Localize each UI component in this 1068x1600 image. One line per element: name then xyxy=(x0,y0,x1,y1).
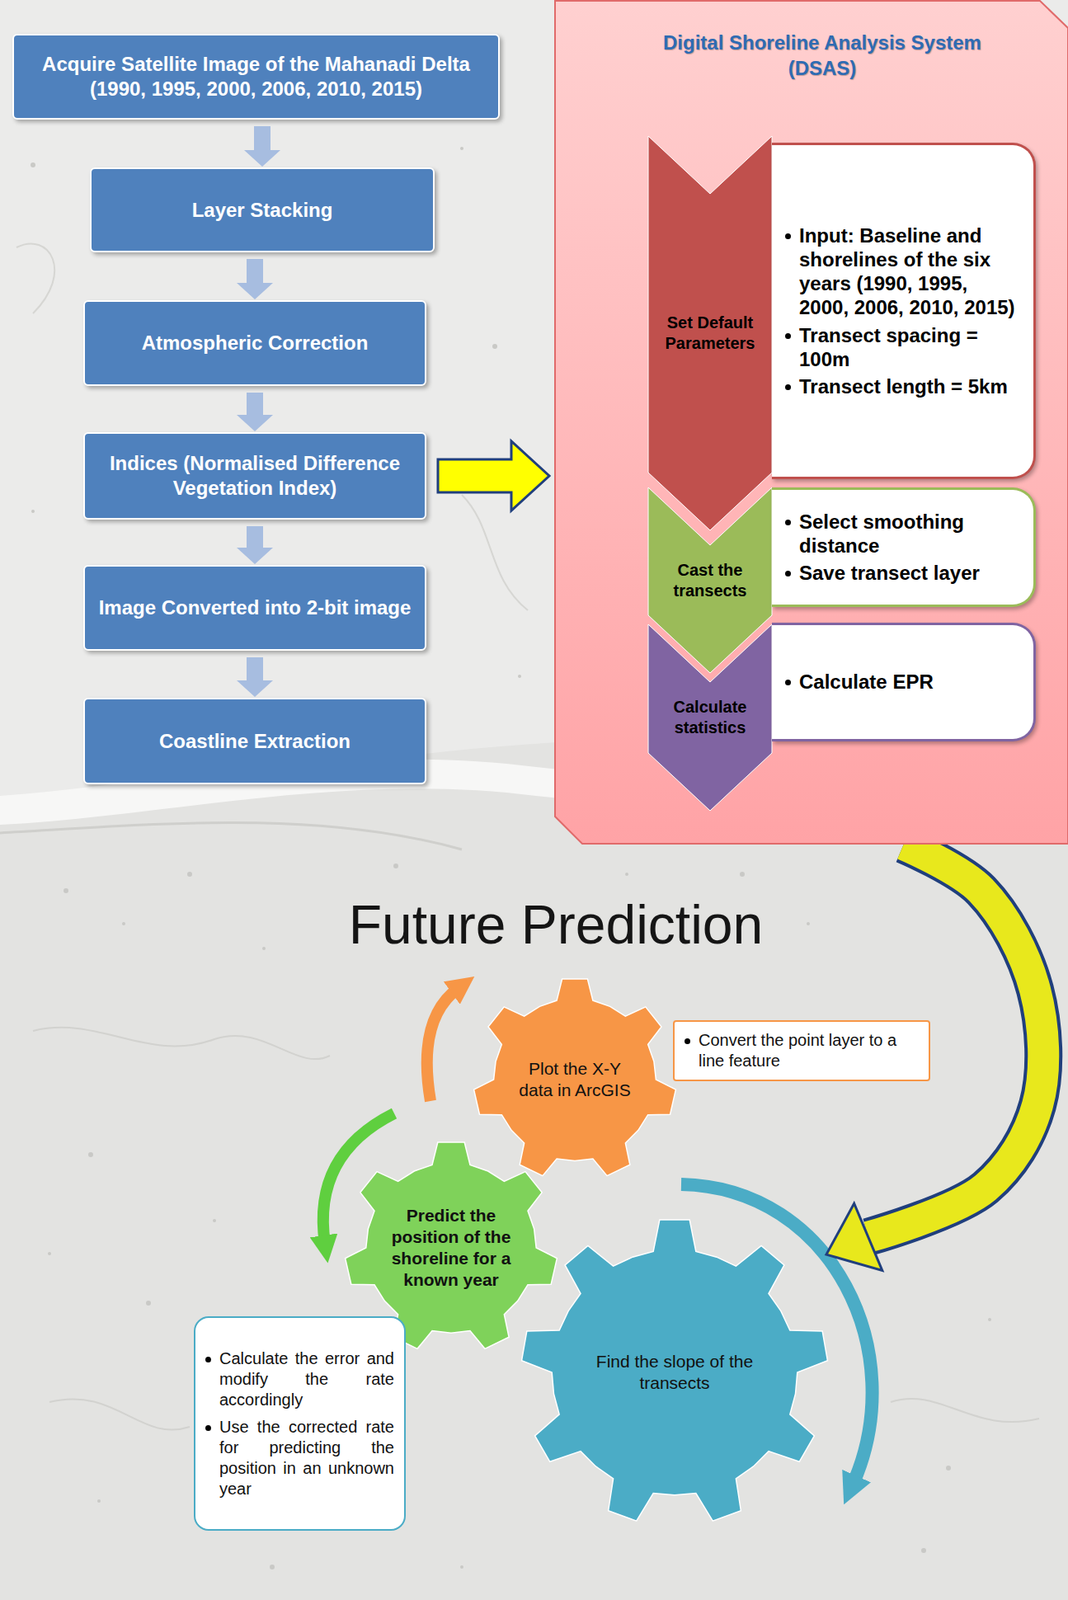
background-crack xyxy=(890,1398,1040,1422)
chevron-outline xyxy=(648,624,772,811)
panel-title: Digital Shoreline Analysis System (DSAS) xyxy=(628,29,1017,81)
bullet-dot xyxy=(785,519,791,526)
box-label: Atmospheric Correction xyxy=(141,330,369,356)
gear-label: Plot the X-Y data in ArcGIS xyxy=(512,1058,637,1102)
gear-outline xyxy=(474,978,677,1177)
bullet-dot xyxy=(785,384,791,391)
gear-step: Find the slope of the transects xyxy=(519,1217,830,1528)
flow-arrow xyxy=(236,258,273,300)
bullet-text: Save transect layer xyxy=(799,560,1022,585)
process-box: Atmospheric Correction xyxy=(83,300,427,386)
bullet-row: Save transect layer xyxy=(785,560,1022,585)
box-label: Layer Stacking xyxy=(192,197,334,223)
flow-arrow xyxy=(437,441,550,511)
chevron-label: Cast the transects xyxy=(652,559,768,602)
chevron-label-box: Calculate statistics xyxy=(652,682,768,753)
bullet-box: Input: Baseline and shorelines of the si… xyxy=(771,142,1036,480)
gear-label-box: Find the slope of the transects xyxy=(583,1217,766,1528)
bullet-dot xyxy=(785,679,791,686)
note-box: Calculate the error and modify the rate … xyxy=(193,1316,406,1531)
chevron-label: Set Default Parameters xyxy=(652,312,768,354)
chevron-shape xyxy=(648,136,772,531)
block-arrow xyxy=(236,392,273,432)
chevron-label-box: Cast the transects xyxy=(652,545,768,616)
box-label: Indices (Normalised Difference Vegetatio… xyxy=(96,451,414,501)
bullet-text: Convert the point layer to a line featur… xyxy=(698,1030,919,1072)
bullet-row: Calculate EPR xyxy=(785,669,1022,694)
bullet-row: Convert the point layer to a line featur… xyxy=(684,1030,919,1072)
flow-arrow xyxy=(236,392,273,432)
block-arrow xyxy=(236,526,273,565)
section-heading: Future Prediction xyxy=(286,893,826,957)
bullet-row: Use the corrected rate for predicting th… xyxy=(205,1416,395,1500)
background-crack xyxy=(0,823,462,851)
bullet-text: Input: Baseline and shorelines of the si… xyxy=(799,223,1022,320)
gear-label-box: Plot the X-Y data in ArcGIS xyxy=(512,976,637,1183)
background-crack xyxy=(16,243,55,314)
process-box: Indices (Normalised Difference Vegetatio… xyxy=(83,432,427,520)
process-box: Image Converted into 2-bit image xyxy=(83,564,427,651)
process-box: Acquire Satellite Image of the Mahanadi … xyxy=(12,33,500,120)
gear-step: Plot the X-Y data in ArcGIS xyxy=(471,976,678,1183)
background-crack xyxy=(32,1027,330,1059)
panel-title-box: Digital Shoreline Analysis System (DSAS) xyxy=(628,29,1017,81)
bullet-row: Transect length = 5km xyxy=(785,374,1022,399)
bullet-dot xyxy=(205,1425,212,1431)
gear-shape xyxy=(519,1217,830,1528)
panel-outline xyxy=(555,0,1068,844)
note-box: Convert the point layer to a line featur… xyxy=(672,1020,931,1082)
box-label: Coastline Extraction xyxy=(159,729,351,754)
box-label: Acquire Satellite Image of the Mahanadi … xyxy=(25,51,487,102)
bullet-dot xyxy=(785,233,791,240)
dsas-panel: Digital Shoreline Analysis System (DSAS)… xyxy=(554,0,1068,845)
bullet-box: Calculate EPR xyxy=(771,622,1036,742)
bullet-dot xyxy=(785,570,791,577)
bullet-text: Calculate the error and modify the rate … xyxy=(219,1348,395,1411)
bullet-text: Transect length = 5km xyxy=(799,374,1022,399)
gear-label: Find the slope of the transects xyxy=(583,1350,766,1395)
step-chevron: Set Default Parameters xyxy=(648,136,772,531)
gear-label: Predict the position of the shoreline fo… xyxy=(389,1204,513,1292)
bullet-text: Select smoothing distance xyxy=(799,509,1022,559)
bullet-text: Use the corrected rate for predicting th… xyxy=(219,1416,395,1500)
process-box: Coastline Extraction xyxy=(83,697,427,785)
chevron-outline xyxy=(648,136,772,531)
gear-shape xyxy=(471,976,678,1183)
flow-arrow xyxy=(236,657,273,697)
bullet-dot xyxy=(684,1038,691,1045)
block-arrow xyxy=(437,441,550,511)
cycle-arc xyxy=(427,988,459,1101)
gear-label-box: Predict the position of the shoreline fo… xyxy=(389,1139,513,1356)
bullet-row: Calculate the error and modify the rate … xyxy=(205,1348,395,1411)
bullet-row: Input: Baseline and shorelines of the si… xyxy=(785,223,1022,320)
chevron-label-box: Set Default Parameters xyxy=(652,193,768,473)
background-crack xyxy=(461,494,528,611)
bullet-text: Calculate EPR xyxy=(799,669,1022,694)
gear-outline xyxy=(522,1219,829,1521)
bullet-box: Select smoothing distanceSave transect l… xyxy=(771,487,1036,607)
block-arrow xyxy=(236,258,273,300)
bullet-dot xyxy=(785,333,791,339)
chevron-label: Calculate statistics xyxy=(652,696,768,739)
bullet-text: Transect spacing = 100m xyxy=(799,323,1022,372)
background-crack xyxy=(49,1398,190,1430)
curved-arrow-head xyxy=(826,1203,883,1271)
block-arrow xyxy=(236,657,273,697)
bullet-dot xyxy=(205,1356,212,1363)
block-arrow xyxy=(244,126,281,167)
flow-arrow xyxy=(236,526,273,565)
process-box: Layer Stacking xyxy=(89,167,435,253)
box-label: Image Converted into 2-bit image xyxy=(98,595,412,621)
flow-arrow xyxy=(244,126,281,167)
step-chevron: Calculate statistics xyxy=(648,624,772,811)
bullet-row: Transect spacing = 100m xyxy=(785,323,1022,372)
chevron-shape xyxy=(648,624,772,811)
bullet-row: Select smoothing distance xyxy=(785,509,1022,559)
